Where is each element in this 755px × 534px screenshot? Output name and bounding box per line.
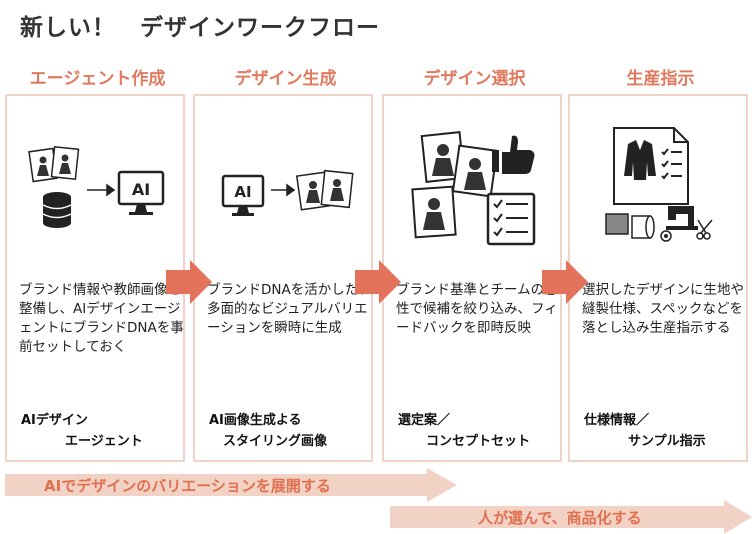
step-arrow-2 [355,260,401,304]
ai-monitor-icon: AI [221,174,265,216]
output-line-2: エージェント [65,434,143,449]
design-selection-illustration [384,96,560,256]
ai-prefix: AI [44,477,62,495]
svg-text:AI: AI [132,180,150,199]
jacket-icon [624,140,656,180]
photo-cards-icon [28,146,80,183]
ai-variation-text: でデザインのバリエーションを展開する [61,477,331,495]
output-line-1: 選定案／ [398,413,451,428]
checklist-icon [661,148,682,180]
output-line-2: コンセプトセット [426,434,531,449]
output-line-1: 仕様情報／ [584,413,650,428]
thumbs-up-icon [492,135,535,174]
human-selection-band [390,500,752,534]
phase-output-agent: AIデザイン エージェント [21,410,181,452]
phase-title-select: デザイン選択 [423,69,526,89]
human-selection-label: 人が選んで、商品化する [478,509,642,527]
ai-variation-band [5,468,457,502]
svg-text:AI: AI [234,183,251,201]
phase-title-generate: デザイン生成 [234,69,337,89]
page-title: 新しい！ デザインワークフロー [20,15,380,41]
database-icon [42,192,72,228]
phase-title-agent: エージェント作成 [29,69,166,89]
phase-title-production: 生産指示 [626,69,695,89]
output-line-1: AI画像生成よる [209,413,302,428]
phase-card-agent: AI ブランド情報や教師画像を整備し、AIデザインエージェントにブランドDNAを… [5,94,185,462]
scissors-icon [696,219,713,240]
phase-card-select: ブランド基準とチームの感性で候補を絞り込み、フィードバックを即時反映 選定案／ … [382,94,562,462]
fabric-roll-icon [631,215,655,239]
arrow-right-icon [271,183,296,197]
arrow-right-icon [87,183,116,197]
output-line-2: スタイリング画像 [223,434,328,449]
phase-desc-agent: ブランド情報や教師画像を整備し、AIデザインエージェントにブランドDNAを事前セ… [19,282,184,355]
ai-variation-label: AIでデザインのバリエーションを展開する [44,475,331,496]
phase-output-select: 選定案／ コンセプトセット [398,410,558,452]
phase-desc-generate: ブランドDNAを活かした、多面的なビジュアルバリエーションを瞬時に生成 [207,282,372,336]
step-arrow-1 [166,260,212,304]
agent-creation-illustration: AI [7,96,183,256]
production-order-illustration [570,96,746,256]
checklist-icon [486,192,536,246]
design-generation-illustration: AI [195,96,371,256]
fabric-swatch-icon [605,213,629,235]
thread-spool-icon [660,230,672,242]
photo-cards-icon [295,169,354,211]
output-line-1: AIデザイン [21,413,88,428]
phase-desc-select: ブランド基準とチームの感性で候補を絞り込み、フィードバックを即時反映 [396,282,558,336]
phase-desc-production: 選択したデザインに生地や縫製仕様、スペックなどを落とし込み生産指示する [582,282,744,336]
phase-output-generate: AI画像生成よる スタイリング画像 [209,410,369,452]
photo-cards-icon [411,131,499,239]
step-arrow-3 [542,260,588,304]
sewing-machine-icon [666,206,698,230]
phase-output-production: 仕様情報／ サンプル指示 [584,410,744,452]
ai-monitor-icon: AI [117,170,165,215]
phase-card-generate: AI ブランドDNAを活かした、多面的なビジュアルバリエーションを瞬時に生成 A… [193,94,373,462]
phase-card-production: 選択したデザインに生地や縫製仕様、スペックなどを落とし込み生産指示する 仕様情報… [568,94,748,462]
output-line-2: サンプル指示 [628,434,706,449]
